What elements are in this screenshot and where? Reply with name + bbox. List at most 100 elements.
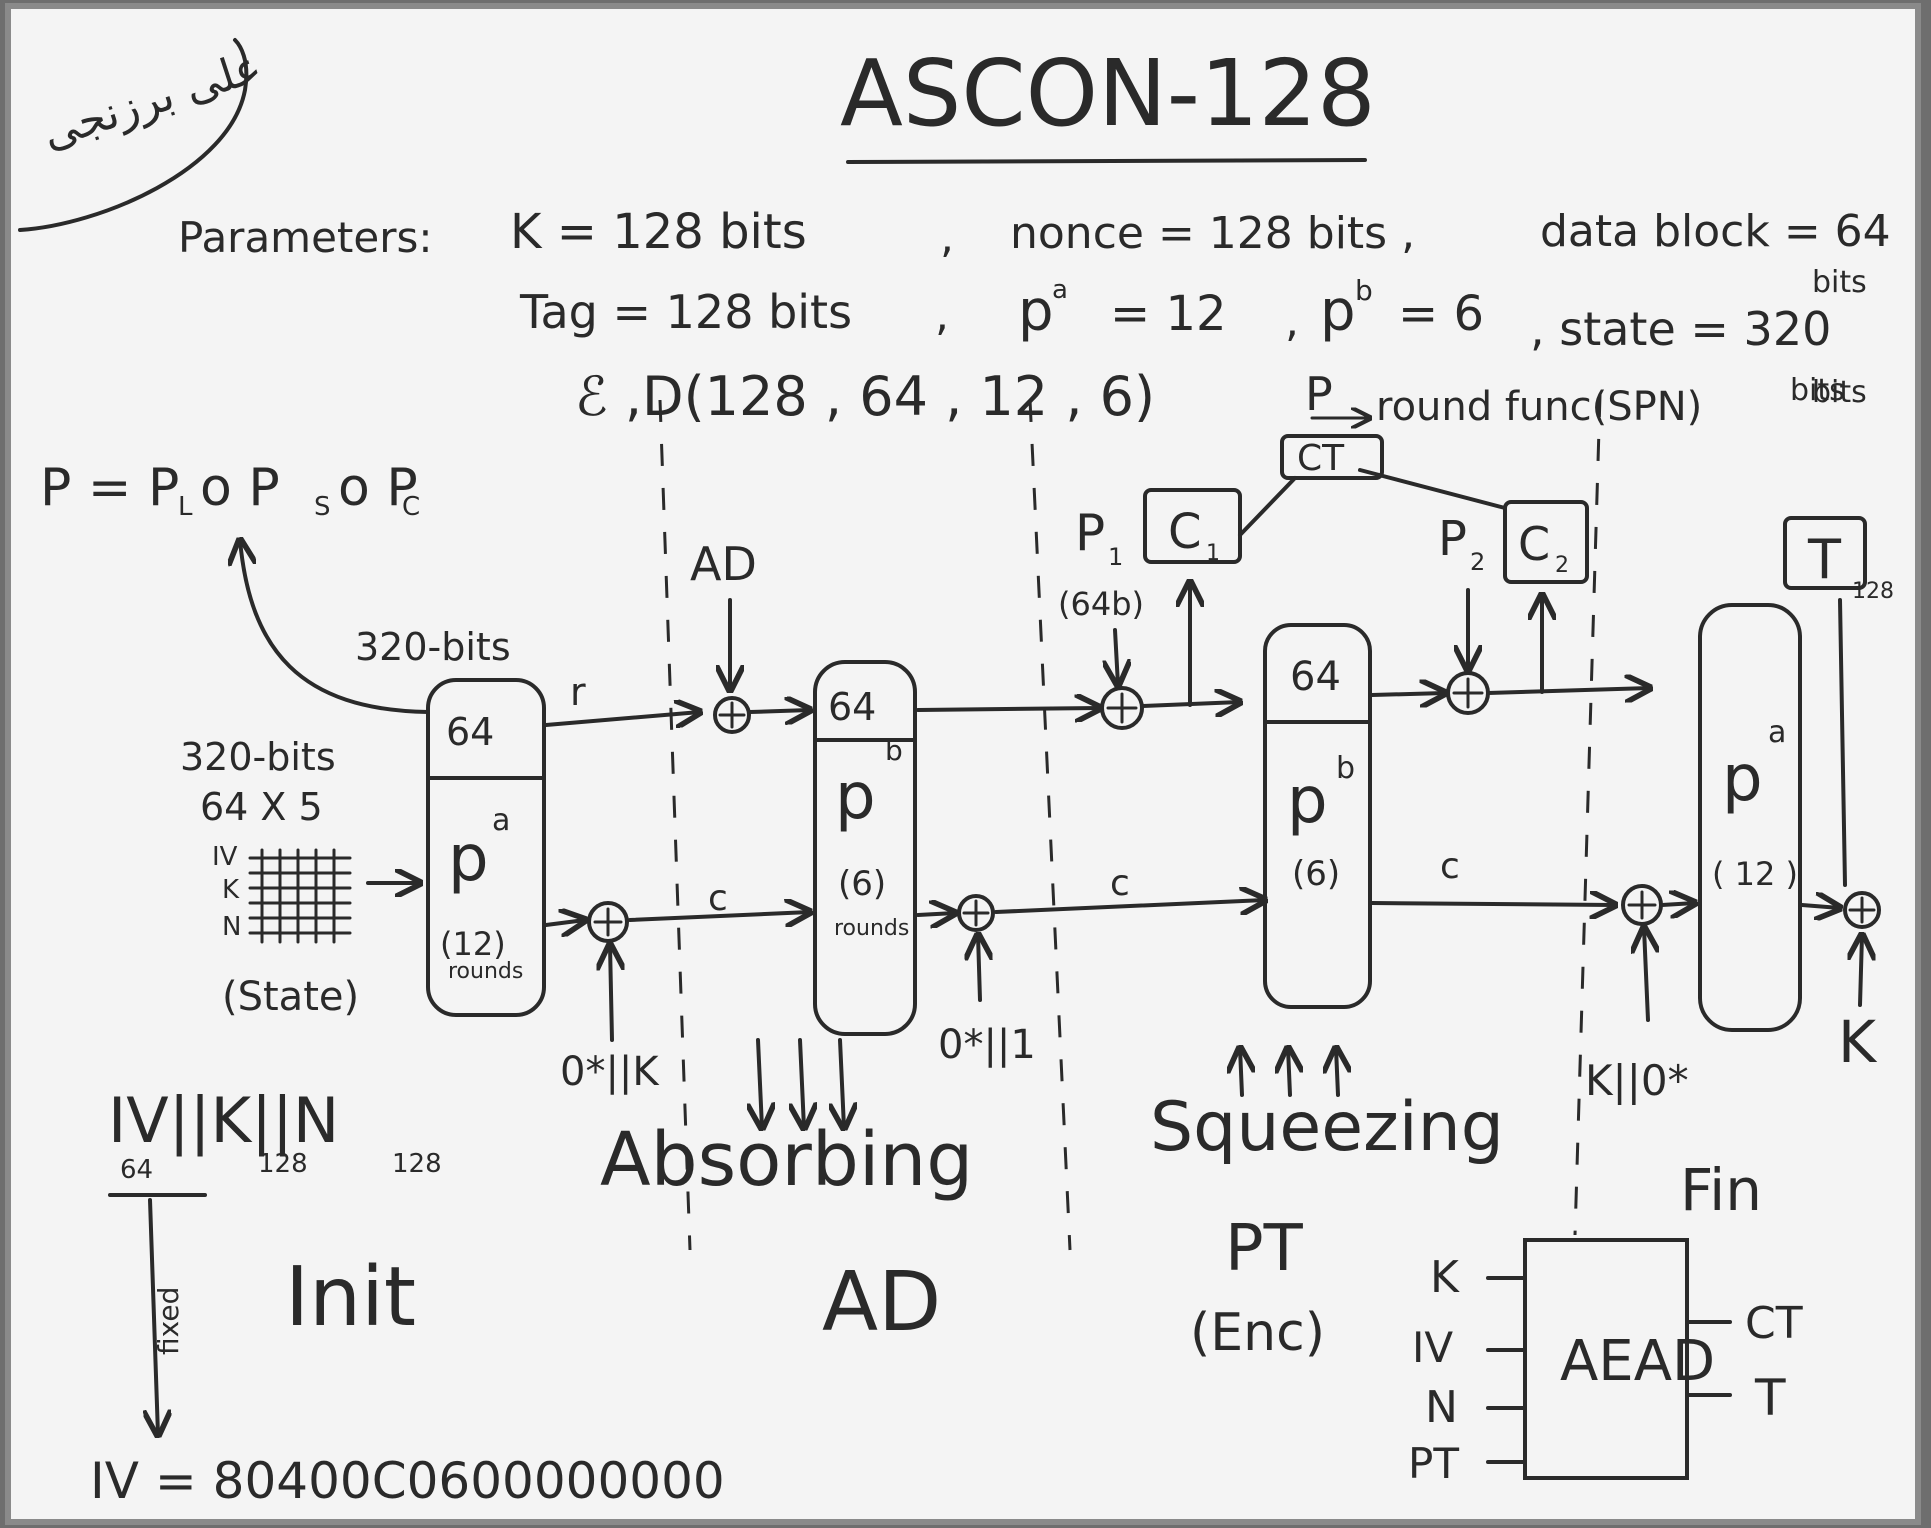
zero-k-arrow — [610, 945, 612, 1042]
param-pa: p — [1018, 279, 1054, 344]
init-perm-word: rounds — [448, 959, 523, 984]
k-arrow — [1860, 935, 1862, 1007]
ct-perm-exp: b — [1336, 751, 1355, 786]
xor-domain-sep — [957, 894, 995, 932]
ad-perm-word: rounds — [834, 916, 909, 941]
p2-label: P — [1438, 511, 1467, 567]
param-state: , state = 320 — [1530, 302, 1831, 356]
state-row-iv: IV — [212, 842, 238, 872]
separator-pt-fin — [1573, 394, 1602, 1236]
ct-line-right — [1358, 468, 1507, 510]
c2-sub: 2 — [1555, 553, 1569, 578]
init-perm-exp: a — [492, 803, 510, 838]
aead-output-t: T — [1754, 1369, 1786, 1427]
concat-iv-bits: 64 — [120, 1155, 153, 1185]
phase-enc: (Enc) — [1190, 1303, 1325, 1363]
c-flow-3 — [1370, 903, 1615, 905]
k-zero-arrow — [1644, 928, 1648, 1022]
c1-box — [1143, 488, 1242, 564]
ct-line-left — [1238, 476, 1297, 537]
phase-fin: Fin — [1680, 1156, 1762, 1224]
param-state-unit: bits — [1812, 375, 1867, 410]
param-pa-exp: a — [1052, 275, 1068, 305]
parameters-label: Parameters: — [178, 213, 433, 262]
tag-box — [1783, 516, 1867, 590]
zero-one-label: 0*||1 — [938, 1022, 1036, 1068]
xor-init-key — [587, 901, 629, 943]
k-label: K — [1838, 1008, 1878, 1076]
ct-permutation: 64 p b (6) — [1263, 623, 1372, 1009]
ct-box — [1280, 434, 1384, 480]
phase-absorbing: Absorbing — [600, 1117, 973, 1203]
p-composition: P = P L o P S o P C — [40, 458, 430, 714]
ad-perm-box — [813, 660, 917, 1036]
xor-fin-key — [1621, 884, 1663, 926]
concat-k-bits: 128 — [258, 1149, 308, 1179]
ct-perm-p: p — [1287, 764, 1328, 838]
p1-sub: 1 — [1108, 543, 1123, 571]
state-dims: 64 X 5 — [200, 785, 323, 829]
c2-box — [1503, 500, 1589, 584]
separator-init-ad — [658, 399, 692, 1251]
ct-perm-top: 64 — [1290, 654, 1341, 700]
xor-tag — [1843, 891, 1881, 929]
ad-permutation: 64 p b (6) rounds — [813, 660, 917, 1036]
init-c-to-xor — [544, 920, 585, 925]
c-label-1: c — [708, 878, 728, 919]
aead-input-k: K — [1430, 1252, 1460, 1303]
xor-p2 — [1446, 671, 1490, 715]
param-pb-value: = 6 — [1398, 286, 1484, 342]
param-pa-value: = 12 — [1110, 286, 1227, 342]
r-flow-2 — [916, 708, 1100, 710]
ad-perm-p: p — [835, 760, 876, 834]
fin-perm-p: p — [1722, 742, 1763, 816]
board-surface — [8, 6, 1918, 1522]
fin-perm-to-tag-xor — [1800, 905, 1840, 908]
init-perm-rounds: (12) — [440, 925, 506, 963]
param-round-func: round func(SPN) — [1376, 384, 1702, 430]
aead-input-iv: IV — [1412, 1323, 1453, 1372]
absorbing-arrows — [758, 1038, 844, 1128]
ad-xor-to-perm — [748, 710, 810, 712]
aead-input-n: N — [1425, 1382, 1458, 1433]
p1-bits: (64b) — [1058, 585, 1144, 623]
ct-perm-box — [1263, 623, 1372, 1009]
c1-sub: 1 — [1206, 541, 1220, 566]
param-comma-1: , — [940, 212, 954, 263]
fin-perm-rounds: ( 12 ) — [1712, 855, 1798, 893]
zero-one-arrow — [978, 935, 980, 1002]
aead-output-ct: CT — [1745, 1298, 1803, 1349]
aead-box-group: AEAD K IV N PT CT T — [1408, 1238, 1803, 1488]
aead-label: AEAD — [1560, 1329, 1715, 1394]
phase-squeezing: Squeezing — [1150, 1088, 1504, 1167]
phase-init: Init — [285, 1250, 416, 1345]
xor-p1 — [1100, 686, 1144, 730]
init-permutation: 64 p a (12) rounds — [426, 678, 546, 1017]
comp-o1: o P — [200, 458, 280, 518]
state-bits-left: 320-bits — [180, 735, 336, 779]
concat-n-bits: 128 — [392, 1149, 442, 1179]
ad-perm-rounds: (6) — [838, 864, 886, 904]
param-pb: p — [1320, 279, 1356, 344]
param-p-round: P — [1305, 367, 1333, 421]
ct-label: CT — [1297, 438, 1345, 479]
fixed-label: fixed — [152, 1287, 185, 1355]
separator-ad-pt — [1028, 399, 1072, 1251]
comp-lhs: P = P — [40, 458, 179, 518]
fin-permutation: p a ( 12 ) — [1698, 603, 1802, 1032]
init-perm-box — [426, 678, 546, 1017]
c-label-2: c — [1110, 863, 1130, 904]
ad-perm-top: 64 — [828, 685, 876, 729]
tag-label: T — [1807, 528, 1842, 591]
fixed-arrow — [150, 1198, 158, 1435]
p1-arrow — [1115, 628, 1118, 685]
board-frame — [5, 3, 1921, 1525]
param-datablock: data block = 64 — [1540, 206, 1891, 257]
xor-ad — [713, 696, 751, 734]
k-zero-label: K||0* — [1585, 1056, 1689, 1105]
aead-box — [1523, 1238, 1689, 1480]
c2-label: C — [1518, 517, 1550, 571]
concat-label: IV||K||N — [108, 1084, 339, 1158]
state-row-k: K — [222, 875, 240, 905]
param-nonce: nonce = 128 bits , — [1010, 208, 1415, 259]
